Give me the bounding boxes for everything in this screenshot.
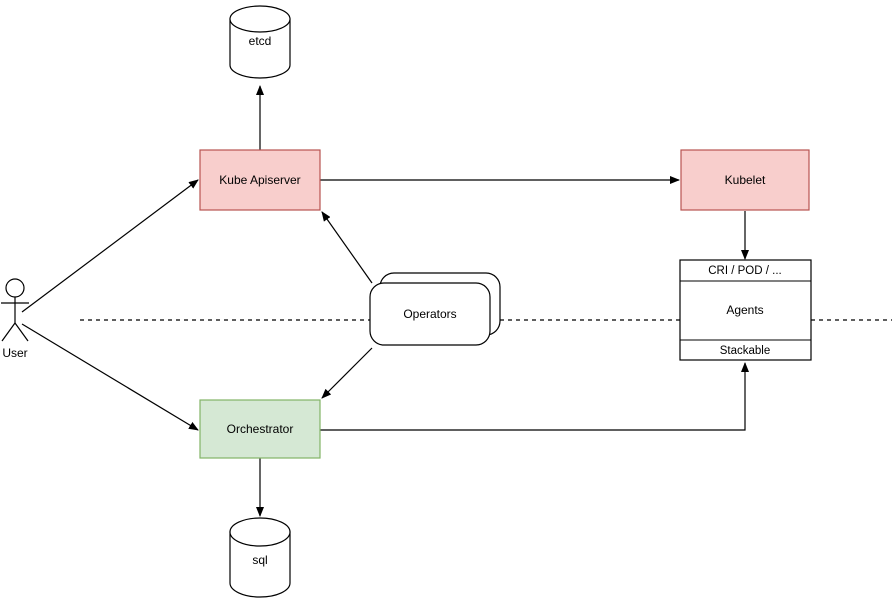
node-kube-apiserver[interactable]: Kube Apiserver (199, 149, 321, 211)
operators-front-card (369, 282, 491, 346)
user-head (5, 278, 25, 298)
user-leg-left (1, 322, 16, 342)
kubelet-label: Kubelet (725, 173, 766, 187)
sql-cylinder-body (229, 531, 291, 598)
agents-box (679, 259, 812, 361)
orchestrator-box (199, 399, 321, 459)
node-kubelet[interactable]: Kubelet (680, 149, 810, 211)
etcd-label: etcd (249, 34, 272, 48)
node-etcd[interactable]: etcd (229, 5, 291, 79)
edge-operators-to-orchestrator (321, 347, 373, 399)
agents-label: Agents (726, 303, 763, 317)
agents-stackable-label: Stackable (720, 345, 771, 357)
edge-orchestrator-to-stackable (320, 362, 749, 431)
node-orchestrator[interactable]: Orchestrator (199, 399, 321, 459)
node-sql[interactable]: sql (229, 517, 291, 598)
kube-apiserver-box (199, 149, 321, 211)
operators-label: Operators (403, 307, 456, 321)
edge-user-to-apiserver (21, 179, 199, 313)
user-leg-right (14, 322, 29, 342)
sql-cylinder-top (229, 517, 291, 547)
etcd-cylinder-top (229, 5, 291, 33)
edge-user-to-orchestrator (21, 323, 199, 431)
etcd-cylinder-body (229, 18, 291, 79)
node-agents[interactable]: CRI / POD / ... Agents Stackable (679, 259, 812, 361)
kubelet-box (680, 149, 810, 211)
user-label: User (2, 346, 27, 360)
agents-cri-pod-label: CRI / POD / ... (708, 265, 781, 277)
edge-operators-to-apiserver (321, 211, 373, 284)
sql-label: sql (252, 553, 267, 567)
node-user[interactable]: User (1, 278, 29, 360)
orchestrator-label: Orchestrator (227, 422, 294, 436)
kube-apiserver-label: Kube Apiserver (219, 173, 300, 187)
node-operators[interactable]: Operators (369, 272, 501, 346)
